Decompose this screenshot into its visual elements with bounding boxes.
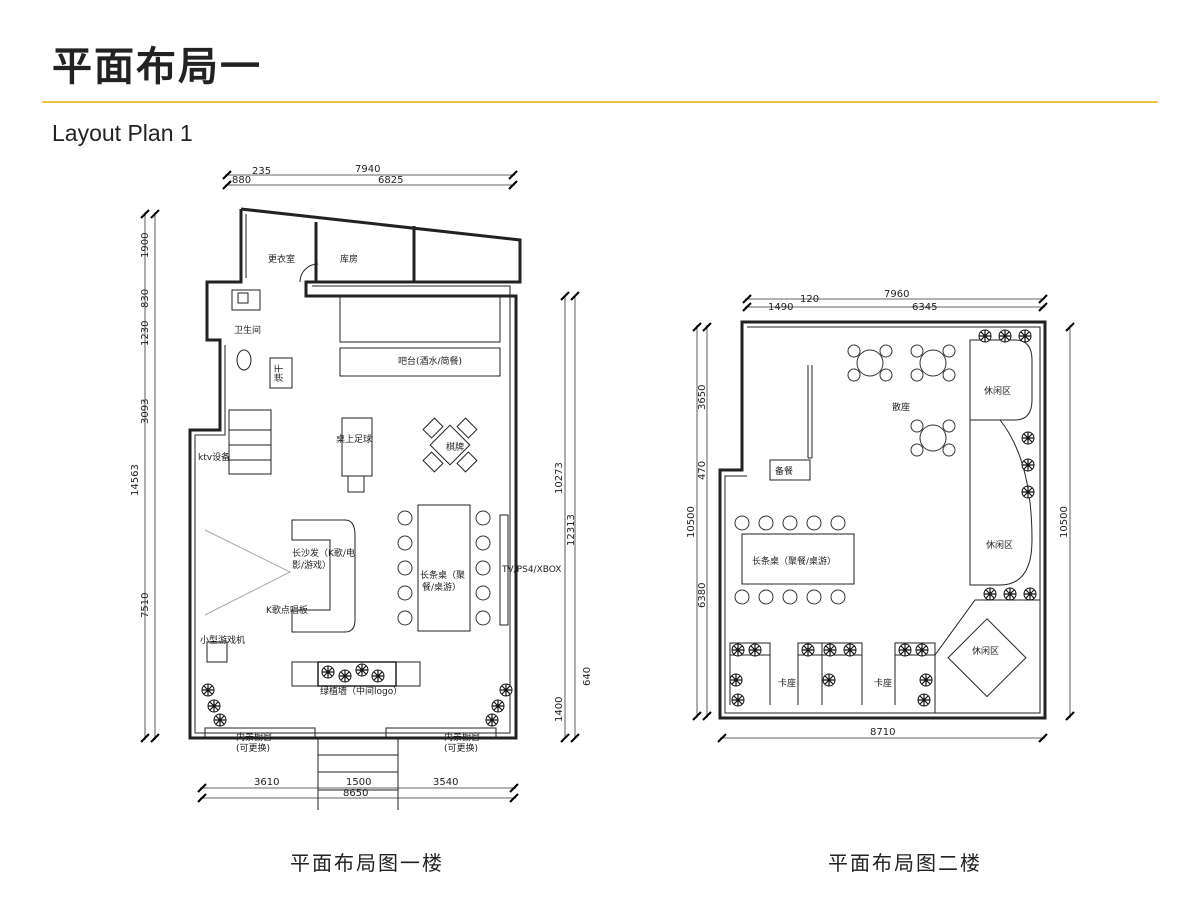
f1-window-right-label-2: (可更换) xyxy=(444,742,478,754)
f1-window-left-label-1: 内景橱窗 xyxy=(236,731,272,743)
f1-dryer-label: 烘干 xyxy=(273,364,285,382)
f2-booth-2-label: 卡座 xyxy=(874,677,892,689)
f1-foosball-label: 桌上足球 xyxy=(336,433,372,445)
f2-dim-top-a: 1490 xyxy=(768,302,793,313)
f1-storage-label: 库房 xyxy=(340,253,358,265)
f2-dim-top-c: 6345 xyxy=(912,302,937,313)
f2-casual-seating-label: 散座 xyxy=(892,401,910,413)
f1-dim-top-c: 6825 xyxy=(378,175,403,186)
f2-dim-bottom-total: 8710 xyxy=(870,727,895,738)
f2-dim-top-total: 7960 xyxy=(884,289,909,300)
page-title: 平面布局一 xyxy=(52,44,262,90)
f2-dim-top-b: 120 xyxy=(800,294,819,305)
f2-prep-label: 备餐 xyxy=(775,465,793,477)
f1-tv-label: TV/PS4/XBOX xyxy=(501,565,561,575)
floor2-plan xyxy=(718,320,1047,720)
floor2-dimension-ticks xyxy=(692,294,1075,743)
f1-dim-left-2: 830 xyxy=(140,289,151,308)
f1-dim-right-2: 12313 xyxy=(566,514,577,546)
f1-dim-top-a: 880 xyxy=(232,175,251,186)
page-subtitle: Layout Plan 1 xyxy=(52,120,193,146)
floor1-long-table-chairs xyxy=(397,510,491,626)
f2-dim-left-3: 6380 xyxy=(697,583,708,608)
f2-dim-right-total: 10500 xyxy=(1059,506,1070,538)
f2-dim-left-1: 3650 xyxy=(697,385,708,410)
floor1-plan xyxy=(188,207,522,810)
f1-dim-bottom-c: 3540 xyxy=(433,777,458,788)
floor2-caption: 平面布局图二楼 xyxy=(828,851,982,875)
f1-dim-bottom-total: 8650 xyxy=(343,788,368,799)
f1-green-wall-label: 绿植墙（中间logo） xyxy=(320,685,402,697)
f1-arcade-label: 小型游戏机 xyxy=(200,634,245,646)
f1-long-table-label-2: 餐/桌游） xyxy=(422,581,461,593)
f1-dim-left-total: 14563 xyxy=(130,464,141,496)
f2-lounge-1-label: 休闲区 xyxy=(984,385,1011,397)
f1-long-table-label-1: 长条桌（聚 xyxy=(420,569,465,581)
f1-karaoke-board-label: K歌点唱板 xyxy=(266,604,308,616)
f1-bar-label: 吧台(酒水/简餐) xyxy=(398,355,462,367)
floor1-dimension-lines xyxy=(144,174,576,799)
f1-dim-left-5: 7510 xyxy=(140,593,151,618)
f1-window-right-label-1: 内景橱窗 xyxy=(444,731,480,743)
f1-sofa-label-2: 影/游戏） xyxy=(292,559,331,571)
f1-dim-top-b: 235 xyxy=(252,166,271,177)
f2-dim-left-total: 10500 xyxy=(686,506,697,538)
f1-dim-right-3: 640 xyxy=(582,667,593,686)
floor1-caption: 平面布局图一楼 xyxy=(290,851,444,875)
f1-board-games-label: 棋牌 xyxy=(446,441,464,453)
f2-dim-left-2: 470 xyxy=(697,461,708,480)
f1-window-left-label-2: (可更换) xyxy=(236,742,270,754)
f2-long-table-label: 长条桌（聚餐/桌游） xyxy=(752,555,836,567)
f2-lounge-2-label: 休闲区 xyxy=(986,539,1013,551)
f1-dim-bottom-a: 3610 xyxy=(254,777,279,788)
f1-dim-left-3: 1230 xyxy=(140,321,151,346)
f1-dim-right-1: 10273 xyxy=(554,462,565,494)
f1-ktv-label: ktv设备 xyxy=(198,451,230,463)
title-divider xyxy=(42,101,1158,103)
floor2-dimension-lines xyxy=(696,298,1071,739)
f1-restroom-label: 卫生间 xyxy=(234,324,261,336)
f2-booth-1-label: 卡座 xyxy=(778,677,796,689)
f1-dim-left-1: 1900 xyxy=(140,233,151,258)
f1-dim-left-4: 3093 xyxy=(140,399,151,424)
f1-dim-right-4: 1400 xyxy=(554,697,565,722)
f1-sofa-label-1: 长沙发（K歌/电 xyxy=(292,547,355,559)
f2-lounge-3-label: 休闲区 xyxy=(972,645,999,657)
f1-dim-bottom-b: 1500 xyxy=(346,777,371,788)
f1-changing-room-label: 更衣室 xyxy=(268,253,295,265)
floor1-dimension-ticks xyxy=(140,170,580,803)
f1-dim-top-total: 7940 xyxy=(355,164,380,175)
